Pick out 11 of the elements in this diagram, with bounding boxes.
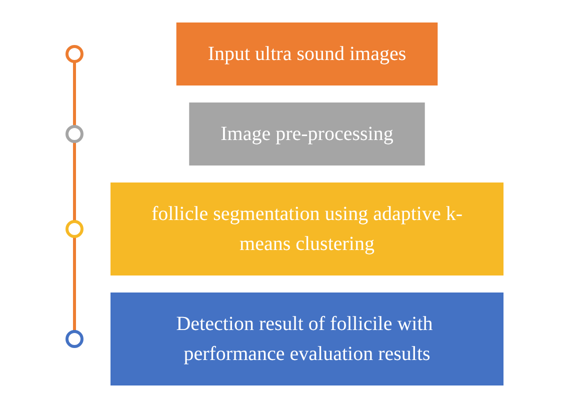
node-circle	[66, 330, 84, 348]
node-box: follicle segmentation using adaptive k-means clustering	[110, 182, 504, 276]
node-circle	[66, 125, 84, 143]
node-box: Image pre-processing	[189, 102, 425, 166]
connector	[73, 62, 76, 126]
node-box: Detection result of follicile with performance evaluation results	[110, 292, 504, 386]
node-circle	[66, 220, 84, 238]
connector	[73, 236, 76, 332]
connector	[73, 142, 76, 222]
node-box: Input ultra sound images	[176, 22, 438, 86]
node-circle	[66, 45, 84, 63]
